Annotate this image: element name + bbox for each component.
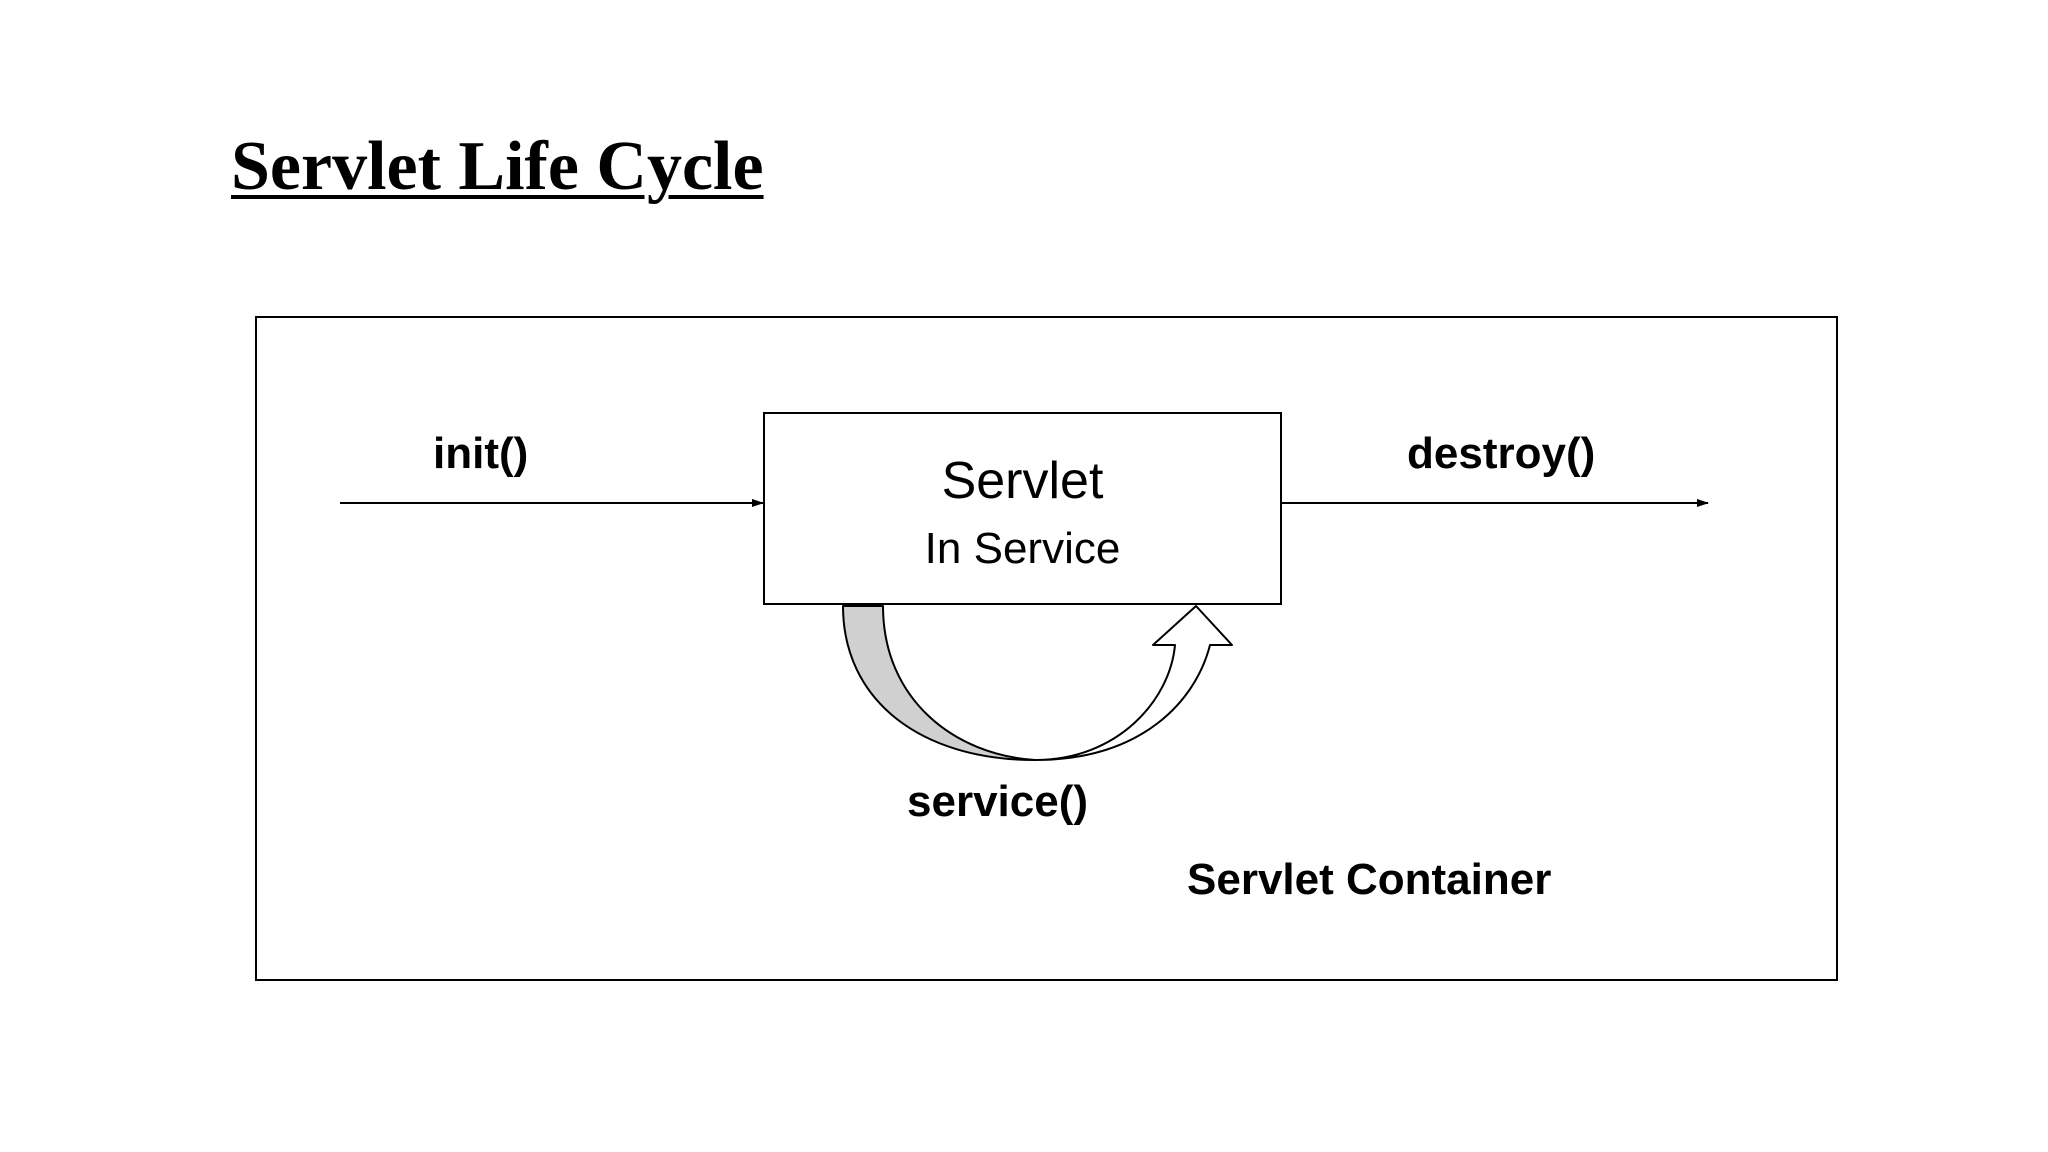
service-arrow-front: [1034, 605, 1233, 761]
servlet-state-label: In Service: [924, 524, 1121, 573]
init-label: init(): [433, 429, 529, 478]
container-label: Servlet Container: [1187, 855, 1552, 904]
servlet-box: [763, 412, 1282, 605]
servlet-container-box: [255, 316, 1838, 981]
service-loop-arrow: [842, 605, 1233, 761]
destroy-label: destroy(): [1407, 429, 1596, 478]
servlet-name-label: Servlet: [941, 452, 1104, 510]
service-label: service(): [907, 777, 1089, 826]
page-title: Servlet Life Cycle: [231, 128, 764, 205]
service-arrow-shadow: [842, 605, 1036, 761]
